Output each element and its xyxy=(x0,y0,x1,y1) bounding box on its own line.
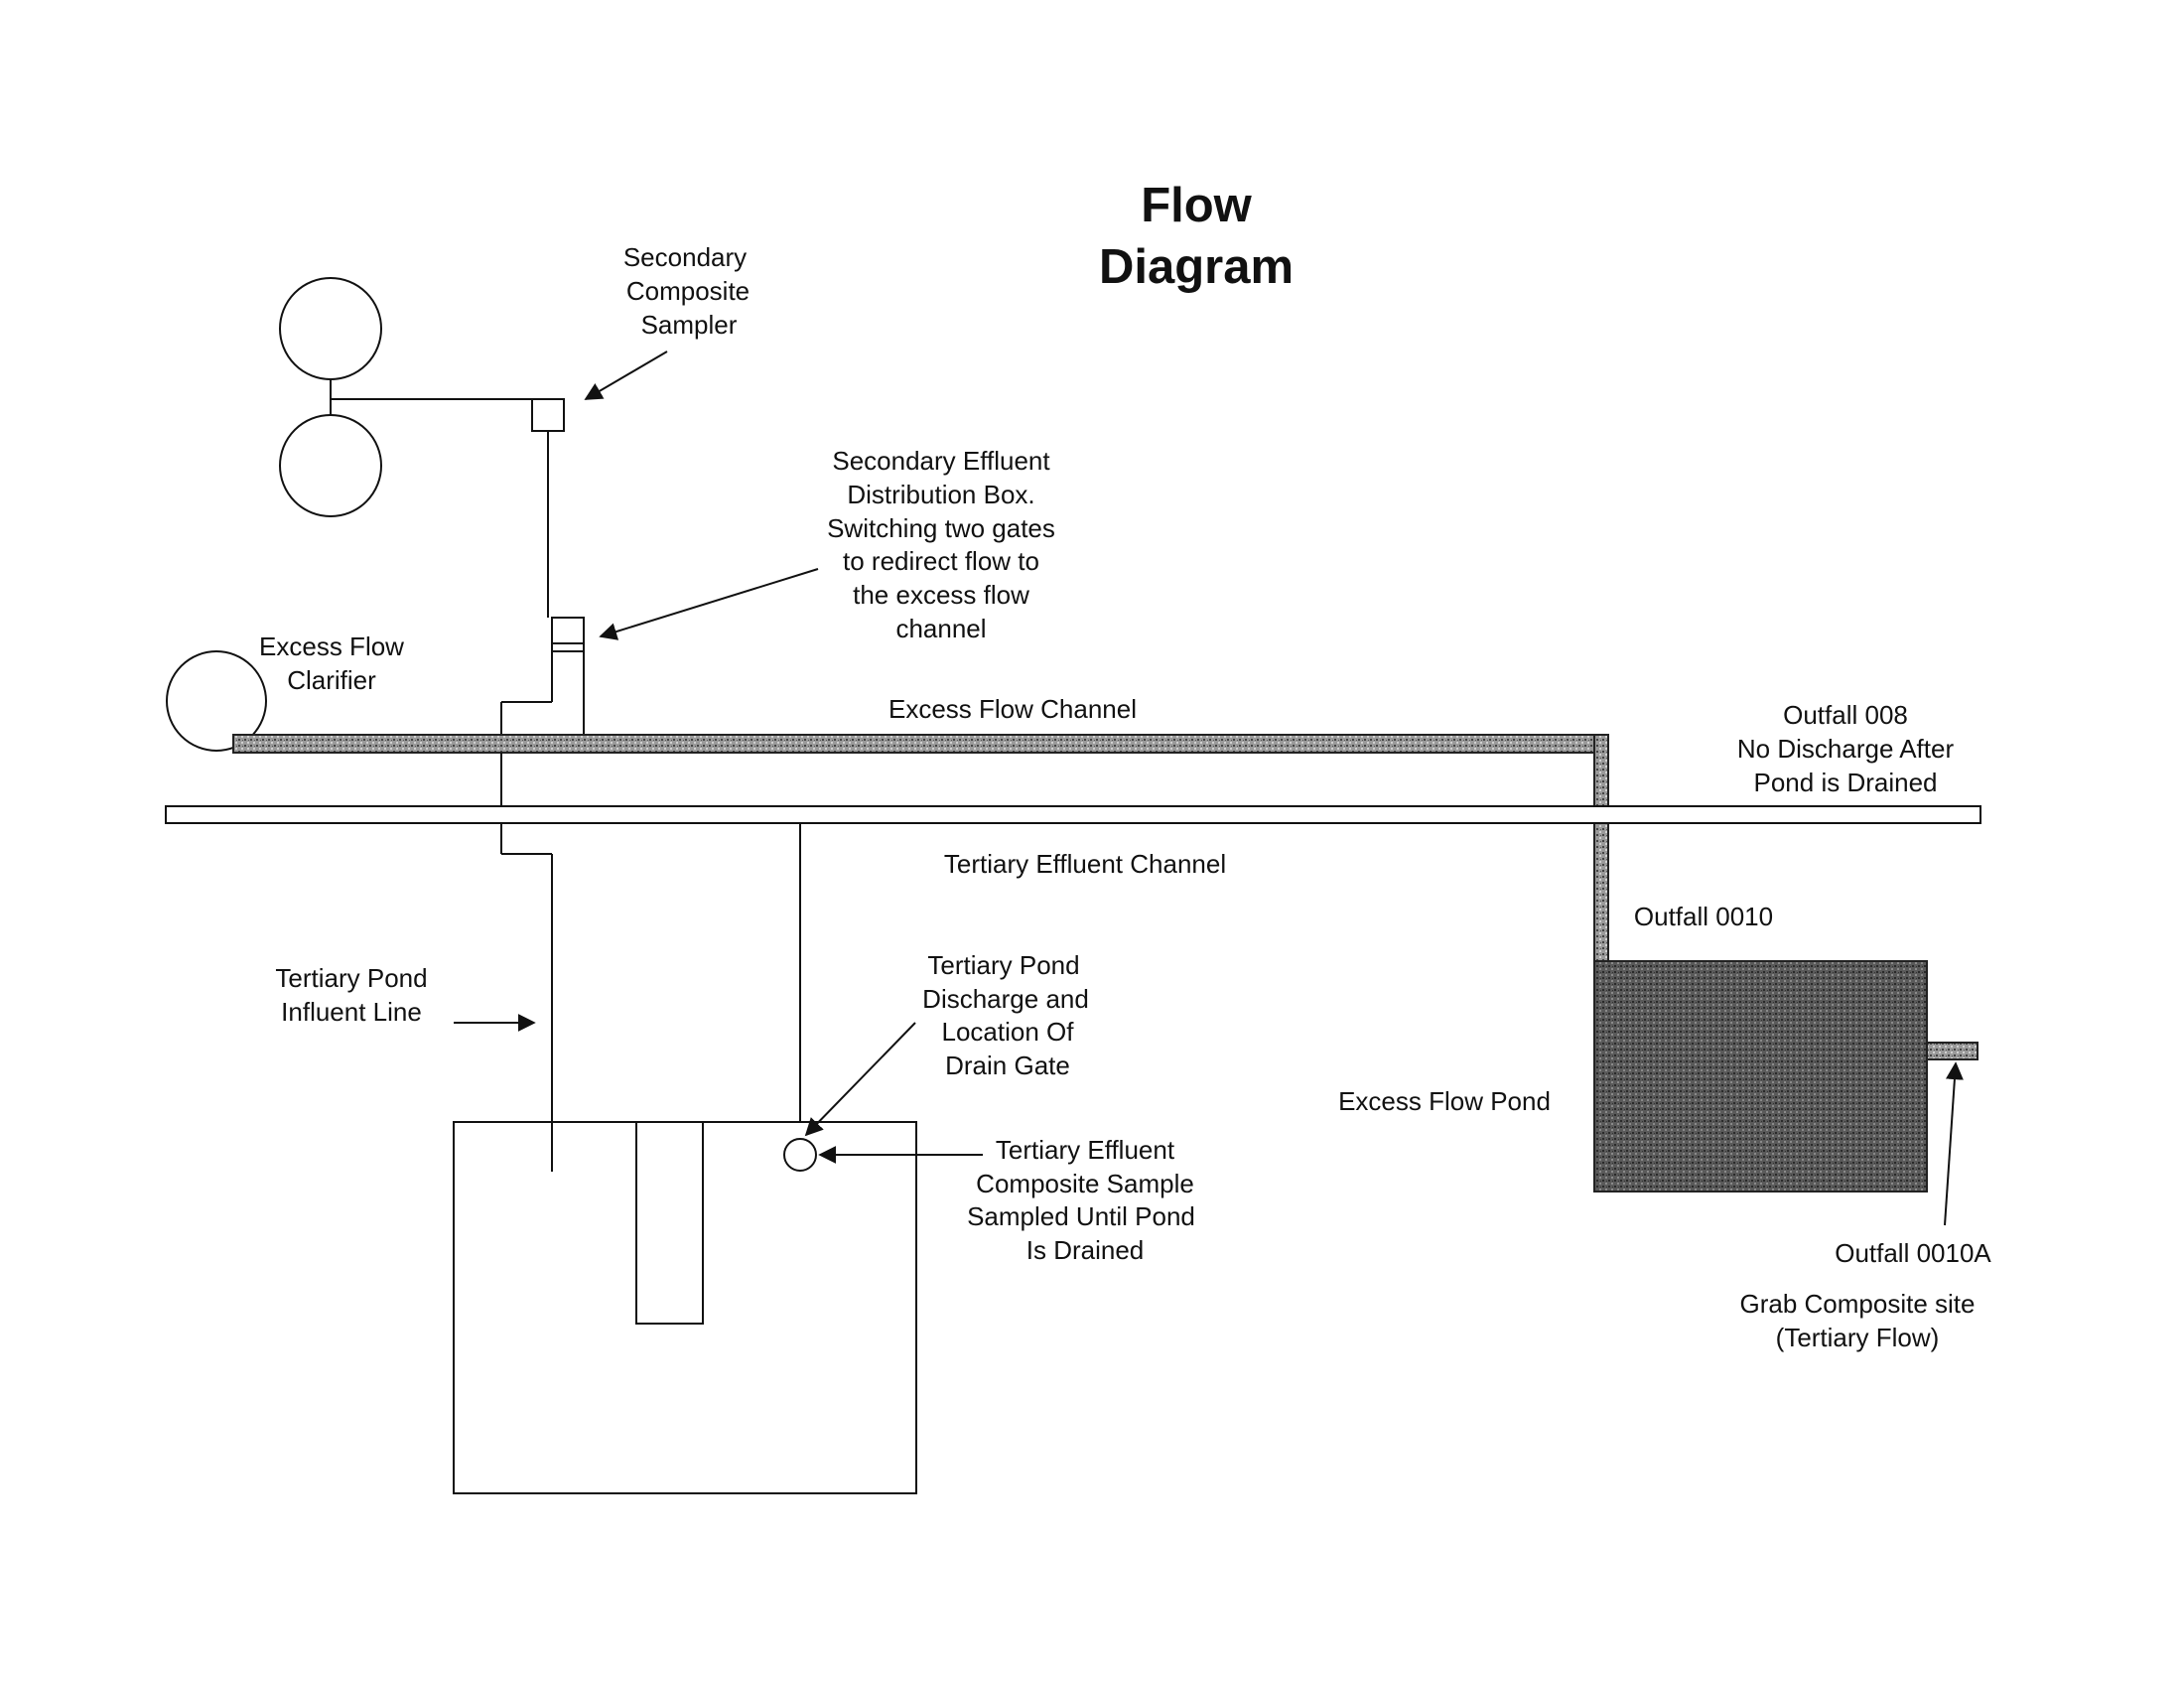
label-line: Tertiary Pond xyxy=(927,950,1079,980)
label-line: Influent Line xyxy=(281,997,422,1027)
label-line: Is Drained xyxy=(1026,1235,1145,1265)
secondary-clarifier-upper xyxy=(279,277,382,380)
label-line: (Tertiary Flow) xyxy=(1776,1323,1940,1352)
label-tertiary-pond-discharge: Tertiary Pond Discharge and Location Of … xyxy=(922,950,1089,1080)
label-line: the excess flow xyxy=(853,580,1029,610)
label-line: Tertiary Pond xyxy=(275,963,427,993)
secondary-clarifier-lower xyxy=(279,414,382,517)
label-line: Secondary Effluent xyxy=(832,446,1050,476)
label-tertiary-effluent-composite-sample: Tertiary Effluent Composite Sample Sampl… xyxy=(967,1135,1195,1265)
label-line: Excess Flow xyxy=(259,632,404,661)
label-line: No Discharge After xyxy=(1737,734,1955,764)
label-line: Outfall 008 xyxy=(1783,700,1908,730)
arrow-to-sampler xyxy=(584,351,668,400)
label-line: Tertiary Effluent xyxy=(996,1135,1175,1165)
label-line: Grab Composite site xyxy=(1740,1289,1976,1319)
label-excess-flow-clarifier: Excess Flow Clarifier xyxy=(259,632,404,695)
excess-flow-channel xyxy=(232,734,1609,754)
label-outfall-0010a: Outfall 0010A xyxy=(1835,1238,1991,1268)
arrow-to-outfall-0010a xyxy=(1944,1061,1964,1226)
label-line: Discharge and xyxy=(922,984,1089,1014)
drain-gate-circle xyxy=(783,1138,817,1172)
secondary-composite-sampler-box xyxy=(531,398,565,432)
label-line: Pond is Drained xyxy=(1754,768,1938,797)
arrow-to-distribution-box xyxy=(599,568,819,640)
tertiary-pond-baffle xyxy=(635,1121,704,1325)
label-line: channel xyxy=(895,614,986,643)
label-grab-composite-site: Grab Composite site (Tertiary Flow) xyxy=(1740,1289,1976,1352)
excess-flow-channel-drop xyxy=(1593,734,1609,962)
label-secondary-composite-sampler: Secondary Composite Sampler xyxy=(623,242,750,340)
label-line: Composite xyxy=(626,276,750,306)
diagram-title-line1: Flow xyxy=(1141,179,1252,232)
label-line: Sampled Until Pond xyxy=(967,1201,1195,1231)
label-line: Secondary xyxy=(623,242,747,272)
excess-flow-clarifier xyxy=(166,650,267,752)
label-excess-flow-pond: Excess Flow Pond xyxy=(1338,1086,1551,1116)
label-line: to redirect flow to xyxy=(843,546,1039,576)
label-line: Composite Sample xyxy=(976,1169,1194,1198)
excess-flow-pond xyxy=(1593,960,1928,1193)
arrow-to-drain-gate xyxy=(804,1022,916,1137)
label-distribution-box: Secondary Effluent Distribution Box. Swi… xyxy=(827,446,1055,643)
label-line: Drain Gate xyxy=(945,1051,1070,1080)
label-line: Clarifier xyxy=(287,665,376,695)
label-tertiary-pond-influent-line: Tertiary Pond Influent Line xyxy=(275,963,427,1027)
distribution-box xyxy=(551,617,585,652)
label-line: Sampler xyxy=(641,310,738,340)
tertiary-effluent-channel xyxy=(165,805,1981,824)
label-line: Location Of xyxy=(942,1017,1075,1047)
label-line: Distribution Box. xyxy=(847,480,1034,509)
label-outfall-0010: Outfall 0010 xyxy=(1634,902,1773,931)
diagram-title-line2: Diagram xyxy=(1099,240,1294,294)
label-tertiary-effluent-channel: Tertiary Effluent Channel xyxy=(944,849,1226,879)
label-excess-flow-channel: Excess Flow Channel xyxy=(888,694,1137,724)
label-line: Switching two gates xyxy=(827,513,1055,543)
outfall-0010a-pipe xyxy=(1926,1042,1979,1060)
label-outfall-008: Outfall 008 No Discharge After Pond is D… xyxy=(1737,700,1955,797)
